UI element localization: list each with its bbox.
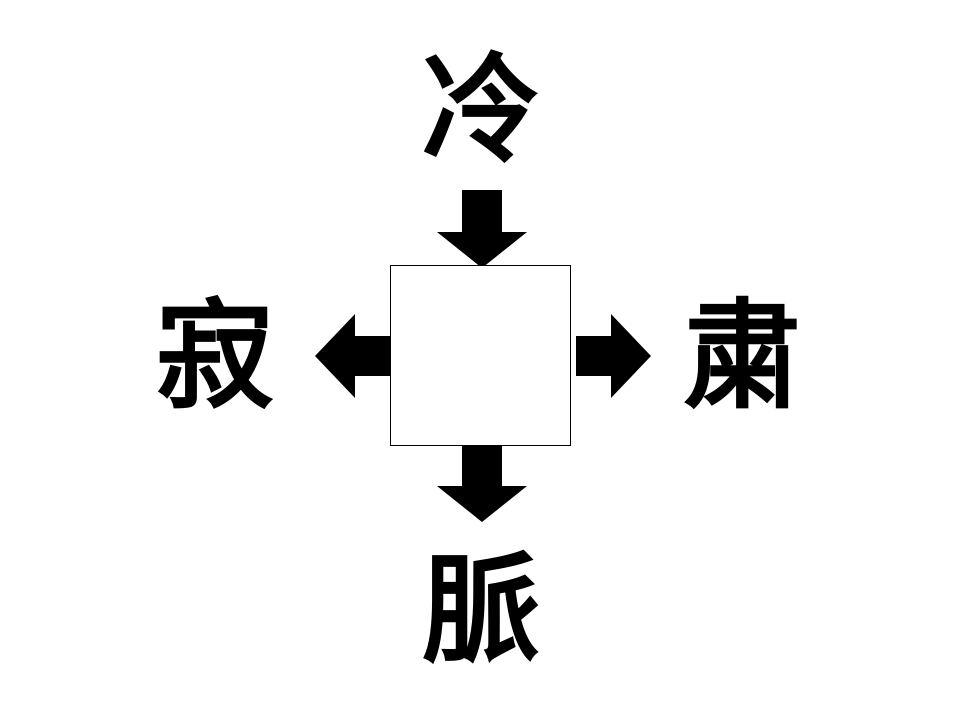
clue-kanji-bottom: 脈 — [421, 541, 540, 679]
arrow-down-icon-bottom — [437, 446, 527, 522]
clue-kanji-top: 冷 — [421, 41, 540, 179]
clue-kanji-right: 粛 — [683, 287, 802, 425]
arrow-down-icon-top — [437, 190, 527, 268]
answer-box[interactable] — [390, 265, 571, 446]
arrow-right-icon — [576, 314, 651, 398]
clue-kanji-left: 寂 — [155, 287, 274, 425]
arrow-left-icon — [315, 314, 390, 398]
